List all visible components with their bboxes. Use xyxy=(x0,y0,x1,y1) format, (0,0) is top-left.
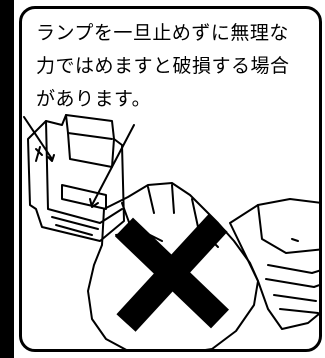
caution-panel: ランプを一旦止めずに無理な 力ではめますと破損する場合 があります。 xyxy=(19,6,322,352)
hand xyxy=(87,182,259,349)
caution-line: があります。 xyxy=(36,88,152,110)
caution-line: 力ではめますと破損する場合 xyxy=(36,55,290,77)
pointer-arrow xyxy=(91,124,135,206)
lamp-holder xyxy=(27,114,125,242)
page-edge-bar xyxy=(0,0,14,358)
prohibited-cross xyxy=(115,214,229,332)
caution-line: ランプを一旦止めずに無理な xyxy=(36,22,289,44)
lamp xyxy=(229,198,319,330)
caution-text: ランプを一旦止めずに無理な 力ではめますと破損する場合 があります。 xyxy=(36,17,319,116)
pointer-arrow xyxy=(23,116,53,160)
do-not-force-lamp-icon xyxy=(23,114,319,349)
